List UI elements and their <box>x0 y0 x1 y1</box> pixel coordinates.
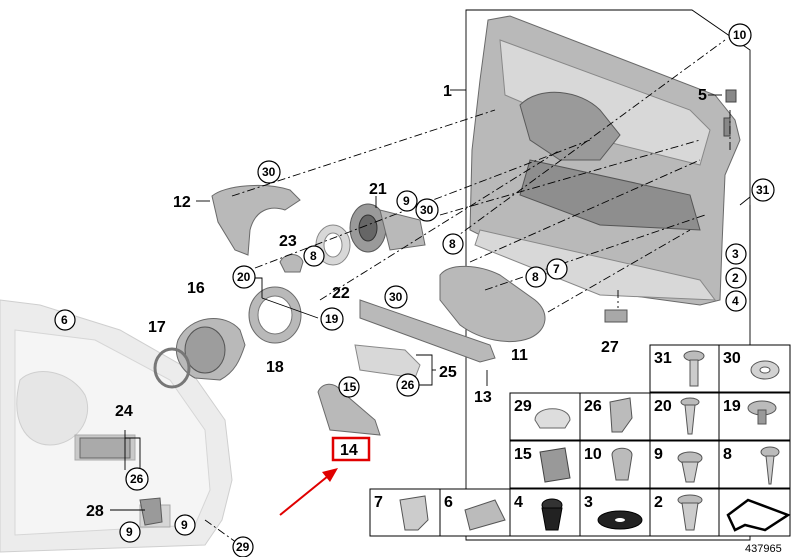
callout-22: 22 <box>332 285 350 302</box>
speaker-grille <box>175 318 246 381</box>
door-trim-panel <box>469 15 741 306</box>
callout-28: 28 <box>86 503 104 520</box>
callout-20: 20 <box>237 270 251 284</box>
trim-strip <box>359 299 496 363</box>
callout-24: 24 <box>115 403 133 420</box>
armrest-pad <box>439 265 546 343</box>
callout-12: 12 <box>173 194 191 211</box>
highlight-box <box>331 436 371 462</box>
callout-9-a: 9 <box>403 194 410 208</box>
diagram-id: 437965 <box>745 543 782 555</box>
clip-7-glyph <box>399 495 429 531</box>
legend-label-3: 3 <box>584 494 593 511</box>
callout-8-b: 8 <box>449 237 456 251</box>
legend-label-2: 2 <box>654 494 663 511</box>
legend-label-7: 7 <box>374 494 383 511</box>
callout-15: 15 <box>343 380 357 394</box>
legend-label-19: 19 <box>723 398 741 415</box>
callout-9-b: 9 <box>126 525 133 539</box>
callout-23: 23 <box>279 233 297 250</box>
bracket-28 <box>139 497 163 526</box>
circled-callouts: 10 30 9 30 31 8 8 8 7 3 2 4 20 19 30 6 1… <box>54 23 775 557</box>
tweeter-ring <box>248 286 302 344</box>
callout-9-c: 9 <box>181 518 188 532</box>
callout-18: 18 <box>266 359 284 376</box>
legend-label-20: 20 <box>654 398 672 415</box>
callout-16: 16 <box>187 280 205 297</box>
callout-10: 10 <box>733 28 747 42</box>
callout-17: 17 <box>148 319 166 336</box>
cap-29-glyph <box>534 408 571 429</box>
legend-label-30: 30 <box>723 350 741 367</box>
mirror-triangle-cover <box>211 184 301 256</box>
callout-27: 27 <box>601 339 619 356</box>
legend-label-9: 9 <box>654 446 663 463</box>
legend-label-6: 6 <box>444 494 453 511</box>
grille-ring <box>153 347 191 389</box>
highlight-arrow <box>279 468 338 516</box>
clip-27 <box>604 309 628 323</box>
legend-label-10: 10 <box>584 446 602 463</box>
screw-20-glyph <box>680 397 700 435</box>
callout-31: 31 <box>756 183 770 197</box>
callout-26-a: 26 <box>401 378 415 392</box>
fastener-legend-grid: 31 30 29 26 20 19 15 10 9 8 7 6 4 3 2 <box>369 344 791 537</box>
clip-2-glyph <box>677 494 703 531</box>
callout-26-b: 26 <box>130 472 144 486</box>
callout-4: 4 <box>732 294 739 308</box>
callout-13: 13 <box>474 389 492 406</box>
screw-8-glyph <box>760 446 780 485</box>
nut-19-glyph <box>747 400 777 425</box>
callout-21: 21 <box>369 181 387 198</box>
switch-block <box>79 437 131 459</box>
callout-6: 6 <box>61 313 68 327</box>
switch-cover <box>354 344 421 379</box>
callout-25: 25 <box>439 364 457 381</box>
direction-arrow-glyph <box>726 498 791 532</box>
bracket-6-glyph <box>464 499 506 531</box>
clip-10-glyph <box>611 447 633 481</box>
leader-lines <box>110 89 751 511</box>
clip-26-glyph <box>609 397 633 433</box>
callout-14: 14 <box>340 442 358 459</box>
grommet-4-glyph <box>541 498 563 531</box>
clip-15-glyph <box>539 447 571 483</box>
legend-label-15: 15 <box>514 446 532 463</box>
callout-5: 5 <box>698 87 707 104</box>
callout-8-c: 8 <box>532 270 539 284</box>
legend-label-4: 4 <box>514 494 523 511</box>
spring-washer-30-glyph <box>750 360 780 380</box>
callout-30-c: 30 <box>389 290 403 304</box>
callout-30-a: 30 <box>262 165 276 179</box>
clip-5 <box>725 89 737 103</box>
legend-label-26: 26 <box>584 398 602 415</box>
tweeter-cap <box>279 254 304 273</box>
legend-label-29: 29 <box>514 398 532 415</box>
callout-7: 7 <box>553 262 560 276</box>
callout-19: 19 <box>325 312 339 326</box>
callout-3: 3 <box>732 247 739 261</box>
legend-label-31: 31 <box>654 350 672 367</box>
cover-panel-14 <box>317 383 381 436</box>
callout-30-b: 30 <box>420 203 434 217</box>
legend-label-8: 8 <box>723 446 732 463</box>
callout-11: 11 <box>511 347 528 364</box>
callout-8-a: 8 <box>310 249 317 263</box>
screw-31-glyph <box>683 350 705 387</box>
callout-2: 2 <box>732 271 739 285</box>
callout-29: 29 <box>236 540 250 554</box>
nut-9-glyph <box>677 451 703 483</box>
speaker-assembly <box>349 203 426 253</box>
callout-1: 1 <box>443 83 452 100</box>
